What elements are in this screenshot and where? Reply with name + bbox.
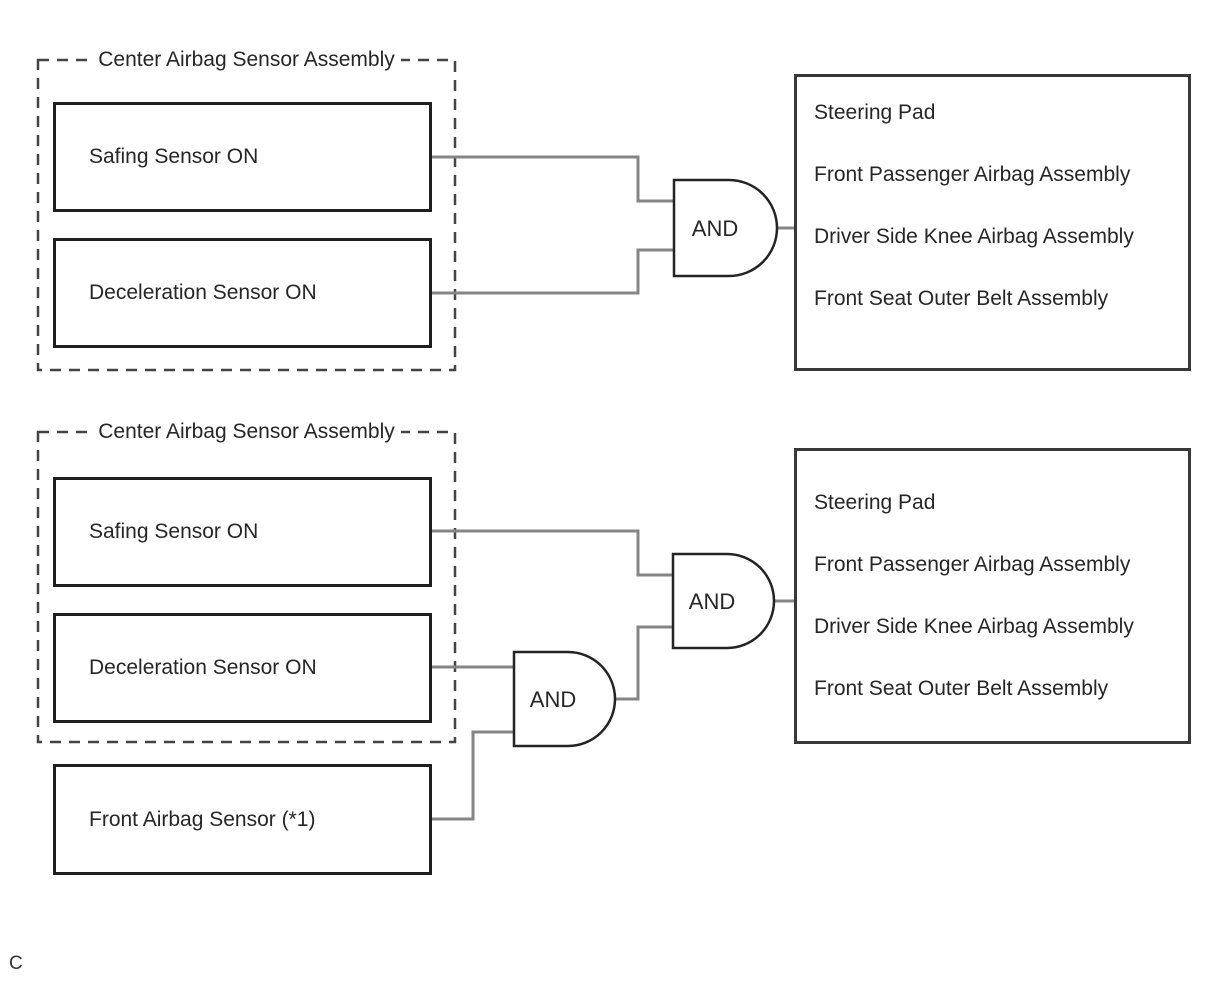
sensor-box-deceleration-top: Deceleration Sensor ON <box>53 238 432 348</box>
and-gate-top-label: AND <box>692 216 738 241</box>
output-item: Steering Pad <box>814 101 936 124</box>
output-item: Front Passenger Airbag Assembly <box>814 163 1131 186</box>
sensor-box-front-airbag: Front Airbag Sensor (*1) <box>53 764 432 875</box>
output-item: Driver Side Knee Airbag Assembly <box>814 615 1134 638</box>
sensor-label: Safing Sensor ON <box>89 520 259 543</box>
wire-safing2-to-gate <box>432 529 673 577</box>
wire-inner-gate-to-outer-gate <box>615 625 673 701</box>
assembly-title-top-text: Center Airbag Sensor Assembly <box>92 48 401 71</box>
assembly-dashed-border-bottom <box>36 430 457 744</box>
page-marker: C <box>9 953 23 974</box>
output-item: Front Seat Outer Belt Assembly <box>814 677 1109 700</box>
and-gate-outer-label: AND <box>689 589 735 614</box>
sensor-box-safing-top: Safing Sensor ON <box>53 102 432 212</box>
and-gate-top-shape <box>672 178 779 278</box>
and-gate-inner-label: AND <box>530 687 576 712</box>
output-box-bottom: Steering Pad Front Passenger Airbag Asse… <box>794 448 1191 744</box>
output-item: Front Seat Outer Belt Assembly <box>814 287 1109 310</box>
sensor-label: Safing Sensor ON <box>89 145 259 168</box>
output-box-top: Steering Pad Front Passenger Airbag Asse… <box>794 74 1191 371</box>
assembly-title-bottom: Center Airbag Sensor Assembly <box>38 420 455 444</box>
output-item: Driver Side Knee Airbag Assembly <box>814 225 1134 248</box>
assembly-dashed-border-top <box>36 58 457 372</box>
output-item: Front Passenger Airbag Assembly <box>814 553 1131 576</box>
and-gate-outer-shape <box>671 552 776 650</box>
assembly-title-bottom-text: Center Airbag Sensor Assembly <box>92 420 401 443</box>
wire-safing1-to-gate <box>432 155 674 203</box>
wire-deceleration1-to-gate <box>432 248 674 295</box>
sensor-label: Deceleration Sensor ON <box>89 281 317 304</box>
wire-front-airbag-sensor-to-gate <box>432 730 514 821</box>
and-gate-inner-shape <box>512 650 617 748</box>
assembly-title-top: Center Airbag Sensor Assembly <box>38 48 455 72</box>
output-item: Steering Pad <box>814 491 936 514</box>
sensor-box-safing-bottom: Safing Sensor ON <box>53 477 432 587</box>
sensor-label: Deceleration Sensor ON <box>89 656 317 679</box>
sensor-label: Front Airbag Sensor (*1) <box>89 807 316 831</box>
sensor-box-deceleration-bottom: Deceleration Sensor ON <box>53 613 432 723</box>
